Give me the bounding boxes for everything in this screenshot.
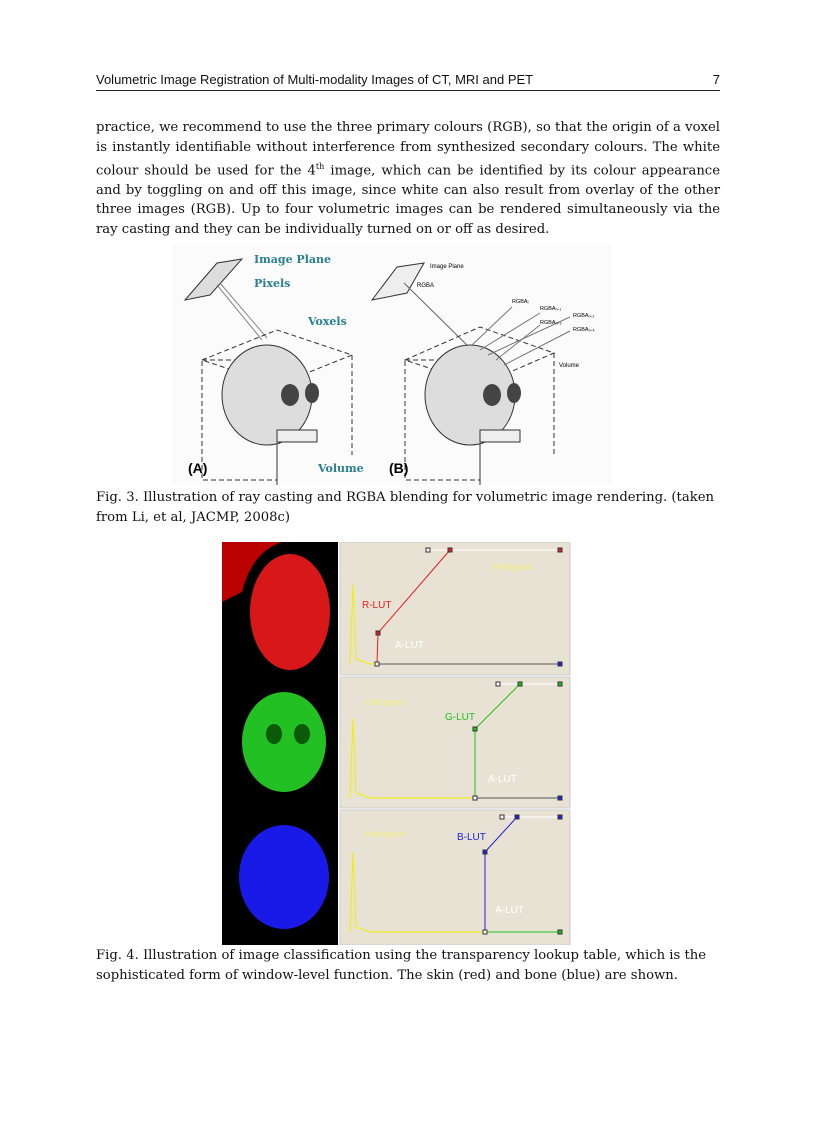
lut-label: B-LUT [457, 832, 486, 843]
label-rgba-i3: RGBAᵢ₊₃ [540, 320, 562, 326]
panel-label-a: (A) [188, 460, 207, 476]
blue-bone-rendering [239, 825, 329, 929]
panel-b: Image Plane RGBA RGBAᵢ RGBAᵢ₊₁ RGBAᵢ₊₂ R… [370, 262, 595, 485]
label-pixels: Pixels [254, 277, 290, 290]
red-background [222, 542, 282, 602]
control-point [517, 681, 523, 687]
green-rendering [242, 692, 326, 792]
control-point [557, 661, 563, 667]
histogram-label: Histogram [365, 829, 406, 839]
superscript: th [315, 162, 325, 171]
control-point [472, 795, 478, 801]
control-point [557, 814, 563, 820]
control-point [499, 814, 505, 820]
control-point [495, 681, 501, 687]
image-plane-shape [183, 258, 244, 301]
lut-label: G-LUT [445, 712, 475, 723]
label-volume: Volume [559, 363, 580, 369]
label-image-plane: Image Plane [254, 253, 331, 266]
label-rgba-i2: RGBAᵢ₊₂ [573, 313, 595, 319]
label-image-plane: Image Plane [430, 264, 464, 270]
running-title: Volumetric Image Registration of Multi-m… [96, 72, 534, 87]
histogram-curve [349, 851, 485, 933]
control-point [482, 929, 488, 935]
histogram-label: Histogram [492, 562, 533, 572]
control-point [472, 726, 478, 732]
control-point [557, 547, 563, 553]
figure-3-caption: Fig. 3. Illustration of ray casting and … [96, 490, 714, 525]
control-point [557, 795, 563, 801]
label-volume: Volume [317, 462, 364, 475]
control-point [557, 681, 563, 687]
alut-label: A-LUT [488, 774, 517, 785]
figure-4-caption: Fig. 4. Illustration of image classifica… [96, 948, 707, 983]
label-rgba: RGBA [417, 283, 434, 289]
lut-label: R-LUT [362, 600, 391, 611]
control-point [514, 814, 520, 820]
running-header: Volumetric Image Registration of Multi-m… [96, 72, 720, 91]
control-point [557, 929, 563, 935]
figure-4-illustration: R-LUTA-LUTHistogramG-LUTA-LUTHistogramB-… [222, 542, 571, 945]
panel-label-b: (B) [389, 460, 408, 476]
text: image, which can be identified by its co… [96, 163, 720, 237]
label-rgba-i: RGBAᵢ [512, 299, 529, 305]
control-point [447, 547, 453, 553]
control-point [375, 630, 381, 636]
red-skin-rendering [250, 554, 330, 670]
control-point [425, 547, 431, 553]
label-rgba-i1: RGBAᵢ₊₁ [540, 306, 561, 312]
histogram-curve [349, 717, 475, 799]
control-point [374, 661, 380, 667]
body-paragraph: practice, we recommend to use the three … [96, 118, 720, 239]
alut-label: A-LUT [495, 905, 524, 916]
histogram-curve [349, 583, 377, 665]
label-rgba-i4: RGBAᵢ₊₄ [573, 327, 595, 333]
text: practice, we recommend to use the three … [96, 120, 720, 179]
image-plane-shape [370, 262, 425, 301]
control-point [482, 849, 488, 855]
page-number: 7 [712, 72, 720, 87]
label-voxels: Voxels [307, 315, 347, 328]
alut-label: A-LUT [395, 640, 424, 651]
figure-3-illustration: Image Plane Pixels Voxels Volume (A) Ima… [172, 245, 612, 485]
panel-a: Image Plane Pixels Voxels Volume (A) [183, 253, 364, 485]
histogram-label: Histogram [365, 697, 406, 707]
